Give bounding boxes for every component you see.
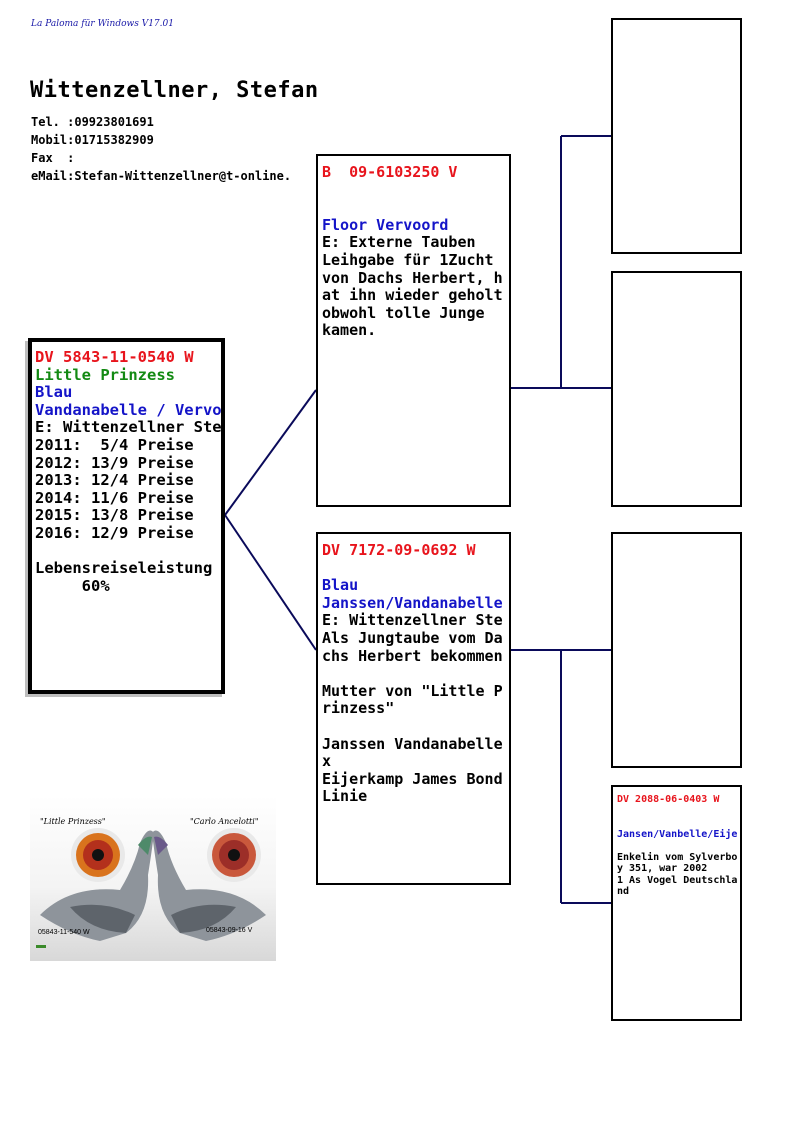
main-pigeon-lineage: Vandanabelle / Vervo	[35, 400, 222, 419]
father-note: von Dachs Herbert, h	[322, 268, 503, 287]
mother-color: Blau	[322, 576, 359, 595]
main-pigeon-color: Blau	[35, 383, 73, 402]
mother-note: rinzess"	[322, 699, 395, 718]
father-note: Leihgabe für 1Zucht	[322, 250, 494, 269]
father-card[interactable]: B 09-6103250 V Floor Vervoord E: Externe…	[316, 154, 511, 507]
contact-fax: Fax :	[31, 151, 75, 165]
owner-name: Wittenzellner, Stefan	[30, 78, 319, 103]
grandparent-mm-note: Enkelin vom Sylverbo	[617, 851, 738, 863]
result-line: 2012: 13/9 Preise	[35, 453, 194, 472]
grandparent-mm-lineage: Jansen/Vanbelle/Eije	[617, 828, 738, 840]
photo-left-ring: 05843-11-540 W	[38, 929, 90, 936]
pigeon-photo: "Little Prinzess" "Carlo Ancelotti" 0584…	[30, 795, 276, 961]
contact-email: eMail:Stefan-Wittenzellner@t-online.	[31, 169, 292, 183]
grandparent-mm-ring: DV 2088-06-0403 W	[617, 794, 720, 805]
result-line: 2016: 12/9 Preise	[35, 523, 194, 542]
photo-right-name: "Carlo Ancelotti"	[190, 817, 259, 826]
result-line: 2015: 13/8 Preise	[35, 506, 194, 525]
mother-card[interactable]: DV 7172-09-0692 W Blau Janssen/Vandanabe…	[316, 532, 511, 885]
mother-note: chs Herbert bekommen	[322, 646, 503, 665]
mother-note: x	[322, 752, 332, 771]
photo-left-name: "Little Prinzess"	[40, 817, 106, 826]
result-line: 2013: 12/4 Preise	[35, 471, 194, 490]
grandparent-ff-card[interactable]	[611, 18, 742, 254]
father-note: at ihn wieder geholt	[322, 286, 503, 305]
result-line: 2011: 5/4 Preise	[35, 435, 194, 454]
mother-note: Eijerkamp James Bond	[322, 769, 503, 788]
mother-note: Janssen Vandanabelle	[322, 734, 503, 753]
mother-ring-number: DV 7172-09-0692 W	[322, 541, 476, 559]
lifetime-label: Lebensreiseleistung	[35, 559, 213, 578]
father-name: Floor Vervoord	[322, 215, 449, 234]
mother-note: Als Jungtaube vom Da	[322, 628, 503, 647]
main-pigeon-name: Little Prinzess	[35, 365, 175, 384]
grandparent-mm-note: nd	[617, 886, 630, 897]
grandparent-mf-card[interactable]	[611, 532, 742, 768]
left-pigeon-graphic	[40, 830, 154, 941]
grandparent-fm-card[interactable]	[611, 271, 742, 507]
mother-lineage: Janssen/Vandanabelle	[322, 593, 503, 612]
result-line: 2014: 11/6 Preise	[35, 488, 194, 507]
connector-main-mother	[224, 514, 317, 651]
father-note: obwohl tolle Junge	[322, 303, 485, 322]
pigeon-illustration	[36, 828, 266, 948]
connector-main-father	[224, 389, 317, 516]
app-title: La Paloma für Windows V17.01	[31, 19, 174, 29]
photo-right-ring: 05843-09-16 V	[206, 927, 253, 934]
grandparent-mm-note: y 351, war 2002	[617, 863, 708, 874]
mother-note: E: Wittenzellner Ste	[322, 611, 503, 630]
lifetime-value: 60%	[35, 576, 110, 595]
contact-mobile: Mobil:01715382909	[31, 133, 154, 147]
father-note: E: Externe Tauben	[322, 233, 476, 252]
left-eye-graphic	[71, 828, 125, 882]
owner-contact: Tel. :09923801691 Mobil:01715382909 Fax …	[31, 113, 291, 185]
right-pigeon-graphic	[152, 830, 266, 941]
mother-note: Mutter von "Little P	[322, 681, 503, 700]
grandparent-mm-note: 1 As Vogel Deutschla	[617, 874, 738, 886]
main-ring-number: DV 5843-11-0540 W	[35, 348, 194, 366]
right-eye-graphic	[207, 828, 261, 882]
contact-phone: Tel. :09923801691	[31, 115, 154, 129]
main-pigeon-card[interactable]: DV 5843-11-0540 W Little Prinzess Blau V…	[28, 338, 225, 694]
grandparent-mm-card[interactable]: DV 2088-06-0403 W Jansen/Vanbelle/Eije E…	[611, 785, 742, 1021]
mother-note: Linie	[322, 787, 368, 806]
father-note: kamen.	[322, 321, 377, 340]
father-ring-number: B 09-6103250 V	[322, 163, 458, 181]
main-pigeon-breeder: E: Wittenzellner Ste	[35, 418, 222, 437]
